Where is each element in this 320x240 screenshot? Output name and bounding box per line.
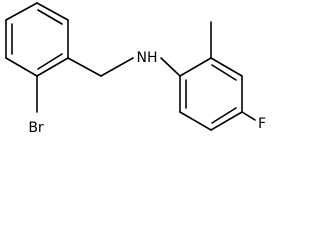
fluorine-label: F bbox=[258, 116, 266, 132]
fluoromethylphenyl-ring bbox=[179, 57, 243, 131]
double-bond-ring2-1 bbox=[211, 64, 237, 81]
bond-ring2-e bbox=[179, 111, 212, 131]
bromophenyl-ring bbox=[5, 2, 69, 77]
structure-diagram: Br NH F bbox=[5, 2, 266, 136]
double-bond-ring1-1 bbox=[37, 9, 63, 25]
bond-c-f bbox=[241, 111, 256, 121]
double-bond-ring1-2 bbox=[37, 53, 63, 70]
bond-ring2-d bbox=[210, 111, 243, 131]
bromine-label: Br bbox=[28, 120, 44, 136]
bond-ring1-d bbox=[5, 57, 38, 77]
bond-n-ring2 bbox=[160, 57, 181, 77]
double-bond-ring2-2 bbox=[211, 107, 237, 124]
bond-ring2-a bbox=[179, 57, 212, 77]
bond-ch2-n bbox=[100, 57, 134, 77]
bond-ring2-b bbox=[210, 57, 243, 77]
bond-ring1-ch2 bbox=[67, 57, 102, 77]
bond-ring1-a bbox=[36, 2, 69, 21]
bond-ring1-c bbox=[36, 57, 69, 77]
bond-ring1-f bbox=[5, 2, 38, 21]
amine-label: NH bbox=[137, 50, 158, 66]
molecule-drawing: Br NH F bbox=[5, 2, 266, 136]
